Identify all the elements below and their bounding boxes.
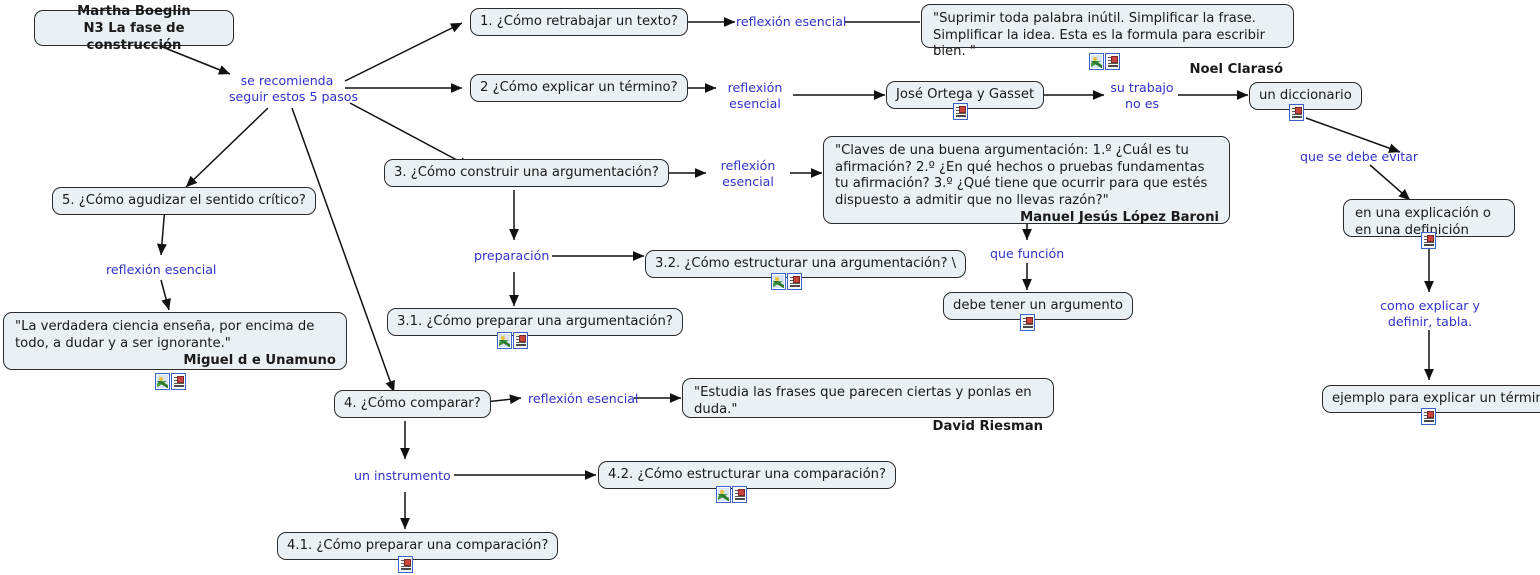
quote-text-clarasso: "Suprimir toda palabra inútil. Simplific… bbox=[933, 11, 1266, 59]
document-icon[interactable] bbox=[1421, 232, 1436, 249]
node-q32-estructurar-argumentacion[interactable]: 3.2. ¿Cómo estructurar una argumentación… bbox=[645, 250, 967, 278]
node-title-author[interactable]: Martha Boeglin N3 La fase de construcció… bbox=[34, 4, 234, 53]
link-label-reflexion-esencial-4: reflexión esencial bbox=[528, 391, 639, 406]
title-line-2: N3 La fase de construcción bbox=[83, 20, 185, 53]
document-icon[interactable] bbox=[1289, 104, 1304, 121]
link-label-reflexion-esencial-2-line2: esencial bbox=[729, 95, 781, 111]
link-label-que-funcion: que función bbox=[990, 246, 1065, 261]
node-q3-construir-argumentacion[interactable]: 3. ¿Cómo construir una argumentación? bbox=[384, 159, 669, 187]
link-label-un-instrumento: un instrumento bbox=[354, 468, 451, 483]
node-un-diccionario[interactable]: un diccionario bbox=[1249, 82, 1362, 110]
node-icons-debe-tener-argumento[interactable] bbox=[1020, 314, 1035, 331]
node-q2-explicar-termino[interactable]: 2 ¿Cómo explicar un término? bbox=[470, 74, 688, 102]
node-quote-riesman[interactable]: "Estudia las frases que parecen ciertas … bbox=[682, 378, 1054, 434]
node-icons-quote-unamuno[interactable] bbox=[155, 373, 186, 390]
link-label-reflexion-esencial-2: reflexión esencial bbox=[717, 80, 793, 111]
title-line-1: Martha Boeglin bbox=[77, 3, 191, 19]
quote-text-riesman: "Estudia las frases que parecen ciertas … bbox=[694, 385, 1032, 417]
document-icon[interactable] bbox=[1105, 53, 1120, 70]
link-label-reflexion-esencial-5: reflexión esencial bbox=[106, 262, 217, 277]
link-label-como-explicar-definir: como explicar y definir, tabla. bbox=[1380, 298, 1480, 329]
link-label-como-explicar-line1: como explicar y bbox=[1380, 298, 1480, 313]
node-icons-ejemplo-termino[interactable] bbox=[1421, 408, 1436, 425]
node-icons-q42[interactable] bbox=[716, 486, 747, 503]
node-explicacion-definicion[interactable]: en una explicación o en una definición bbox=[1343, 199, 1515, 238]
picture-icon[interactable] bbox=[716, 486, 731, 503]
node-quote-baroni[interactable]: "Claves de una buena argumentación: 1.º … bbox=[823, 136, 1230, 225]
link-label-reflexion-esencial-3-line1: reflexión bbox=[720, 158, 776, 173]
document-icon[interactable] bbox=[787, 273, 802, 290]
document-icon[interactable] bbox=[1421, 408, 1436, 425]
link-label-como-explicar-line2: definir, tabla. bbox=[1387, 313, 1473, 329]
link-label-su-trabajo-line2: no es bbox=[1125, 95, 1159, 111]
document-icon[interactable] bbox=[953, 103, 968, 120]
link-label-reflexion-esencial-2-line1: reflexión bbox=[727, 80, 783, 95]
quote-author-riesman: David Riesman bbox=[932, 419, 1044, 434]
picture-icon[interactable] bbox=[155, 373, 170, 390]
picture-icon[interactable] bbox=[1089, 53, 1104, 70]
node-q5-agudizar-sentido-critico[interactable]: 5. ¿Cómo agudizar el sentido crítico? bbox=[52, 187, 316, 215]
link-label-reflexion-esencial-3: reflexión esencial bbox=[707, 158, 789, 189]
node-q42-estructurar-comparacion[interactable]: 4.2. ¿Cómo estructurar una comparación? bbox=[598, 461, 897, 489]
node-icons-q31[interactable] bbox=[497, 332, 528, 349]
node-icons-quote-clarasso[interactable] bbox=[1089, 53, 1120, 70]
node-icons-q41[interactable] bbox=[398, 556, 413, 573]
node-icons-diccionario[interactable] bbox=[1289, 104, 1304, 121]
node-q41-preparar-comparacion[interactable]: 4.1. ¿Cómo preparar una comparación? bbox=[277, 532, 559, 560]
document-icon[interactable] bbox=[513, 332, 528, 349]
node-q1-retrabajar-texto[interactable]: 1. ¿Cómo retrabajar un texto? bbox=[470, 8, 688, 36]
document-icon[interactable] bbox=[732, 486, 747, 503]
link-label-su-trabajo-line1: su trabajo bbox=[1110, 80, 1174, 95]
node-icons-ortega[interactable] bbox=[953, 103, 968, 120]
node-q31-preparar-argumentacion[interactable]: 3.1. ¿Cómo preparar una argumentación? bbox=[387, 308, 683, 336]
link-label-su-trabajo-no-es: su trabajo no es bbox=[1106, 80, 1178, 111]
quote-text-baroni: "Claves de una buena argumentación: 1.º … bbox=[835, 143, 1208, 208]
link-label-preparacion: preparación bbox=[474, 248, 550, 263]
document-icon[interactable] bbox=[171, 373, 186, 390]
link-label-que-se-debe-evitar: que se debe evitar bbox=[1300, 149, 1419, 164]
link-label-reflexion-esencial-1: reflexión esencial bbox=[736, 14, 847, 29]
picture-icon[interactable] bbox=[771, 273, 786, 290]
node-debe-tener-argumento[interactable]: debe tener un argumento bbox=[943, 292, 1133, 320]
document-icon[interactable] bbox=[398, 556, 413, 573]
node-ejemplo-explicar-termino[interactable]: ejemplo para explicar un término bbox=[1322, 385, 1540, 413]
link-label-se-recomienda-line1: se recomienda bbox=[240, 73, 334, 88]
link-label-se-recomienda-line2: seguir estos 5 pasos bbox=[229, 88, 359, 104]
picture-icon[interactable] bbox=[497, 332, 512, 349]
document-icon[interactable] bbox=[1020, 314, 1035, 331]
node-icons-q32[interactable] bbox=[771, 273, 802, 290]
quote-author-clarasso: Noel Clarasó bbox=[1189, 61, 1283, 77]
link-label-reflexion-esencial-3-line2: esencial bbox=[722, 173, 774, 189]
quote-author-baroni: Manuel Jesús López Baroni bbox=[1020, 210, 1219, 225]
quote-author-unamuno: Miguel d e Unamuno bbox=[183, 353, 336, 368]
quote-text-unamuno: "La verdadera ciencia enseña, por encima… bbox=[15, 319, 315, 351]
node-q4-comparar[interactable]: 4. ¿Cómo comparar? bbox=[334, 390, 491, 418]
node-quote-clarasso[interactable]: "Suprimir toda palabra inútil. Simplific… bbox=[921, 4, 1294, 77]
node-quote-unamuno[interactable]: "La verdadera ciencia enseña, por encima… bbox=[3, 312, 347, 370]
link-label-se-recomienda: se recomienda seguir estos 5 pasos bbox=[229, 73, 359, 104]
node-icons-explicacion-definicion[interactable] bbox=[1421, 232, 1436, 249]
